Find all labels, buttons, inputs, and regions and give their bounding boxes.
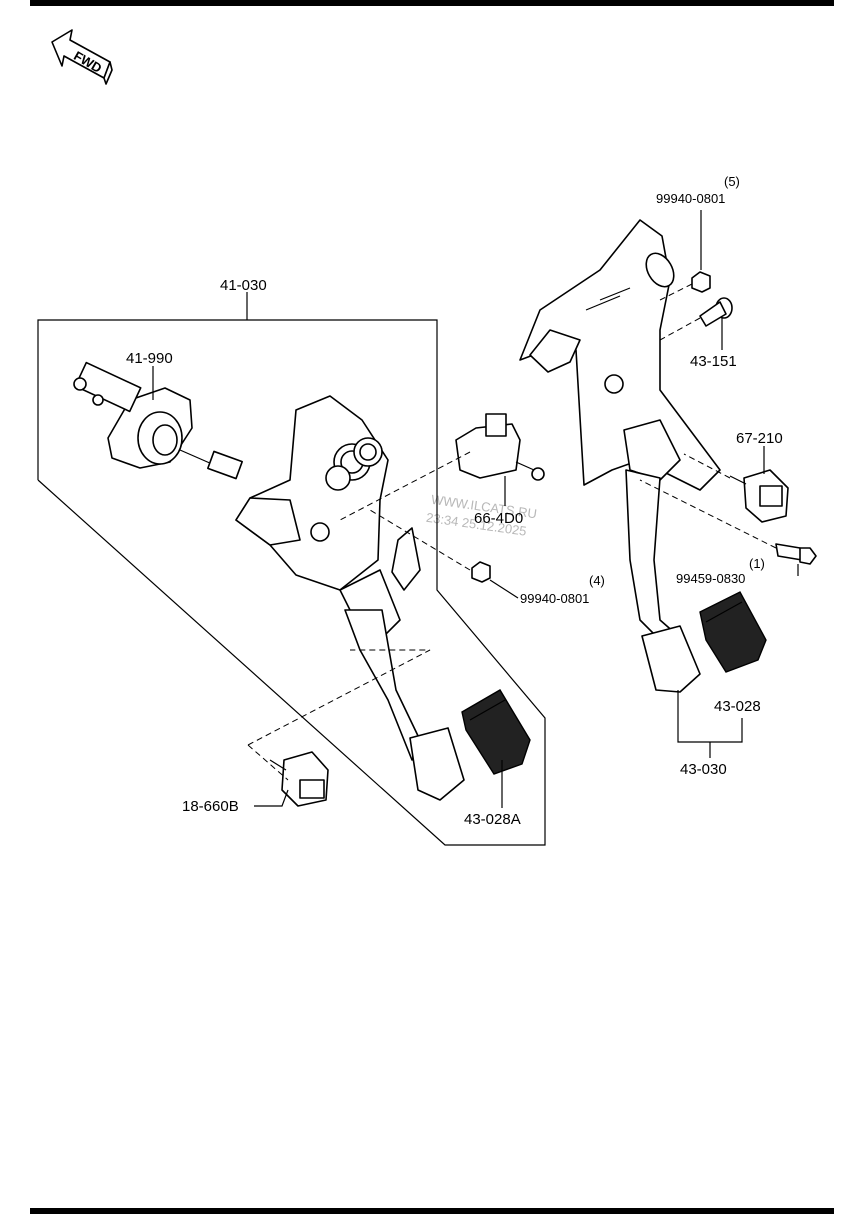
callout-43-030: 43-030	[680, 761, 727, 778]
callout-41-030: 41-030	[220, 277, 267, 294]
callout-nut-right-qty: (5)	[724, 174, 740, 189]
dash-guide-left-2	[247, 744, 289, 781]
clutch-pedal-arm-icon	[344, 609, 465, 801]
switch-18-leader	[254, 789, 289, 807]
connector-66-icon	[455, 413, 545, 481]
pedal-pad-left-icon	[461, 689, 531, 775]
assembly-left-frame	[37, 319, 546, 846]
nut-left-leader	[489, 579, 519, 599]
switch-67-icon	[729, 469, 789, 523]
callout-41-990: 41-990	[126, 350, 173, 367]
switch-18-icon	[269, 751, 329, 807]
callout-43-151: 43-151	[690, 353, 737, 370]
bolt-43151-icon	[699, 297, 733, 327]
bolt-99459-icon	[775, 543, 817, 565]
clutch-pedal-bracket-icon	[235, 395, 421, 641]
dash-guide-left-1	[247, 649, 431, 746]
bottom-border	[30, 1208, 834, 1214]
brake-pedal-bracket-icon	[519, 219, 721, 491]
callout-43-028: 43-028	[714, 698, 761, 715]
nut-right-icon	[691, 271, 711, 293]
dash-guide-right-1	[659, 283, 693, 301]
callout-nut-left: 99940-0801	[520, 591, 589, 606]
pedal-pad-right-icon	[699, 591, 767, 673]
dash-guide-right-4	[639, 479, 777, 549]
master-cylinder-icon	[73, 361, 243, 480]
fwd-arrow-icon: FWD	[51, 29, 113, 85]
dash-guide-left-3	[339, 451, 471, 521]
brake-pedal-arm-icon	[625, 469, 701, 693]
callout-66-4d0: 66-4D0	[474, 510, 523, 527]
dash-guide-right-2	[659, 317, 701, 341]
callout-18-660b: 18-660B	[182, 798, 239, 815]
callout-bolt-99459: 99459-0830	[676, 571, 745, 586]
top-border	[30, 0, 834, 6]
callout-67-210: 67-210	[736, 430, 783, 447]
callout-nut-right: 99940-0801	[656, 191, 725, 206]
callout-43-028a: 43-028A	[464, 811, 521, 828]
dash-guide-right-3	[683, 453, 731, 479]
callout-nut-left-qty: (4)	[589, 573, 605, 588]
nut-left-icon	[471, 561, 491, 583]
callout-bolt-99459-qty: (1)	[749, 556, 765, 571]
